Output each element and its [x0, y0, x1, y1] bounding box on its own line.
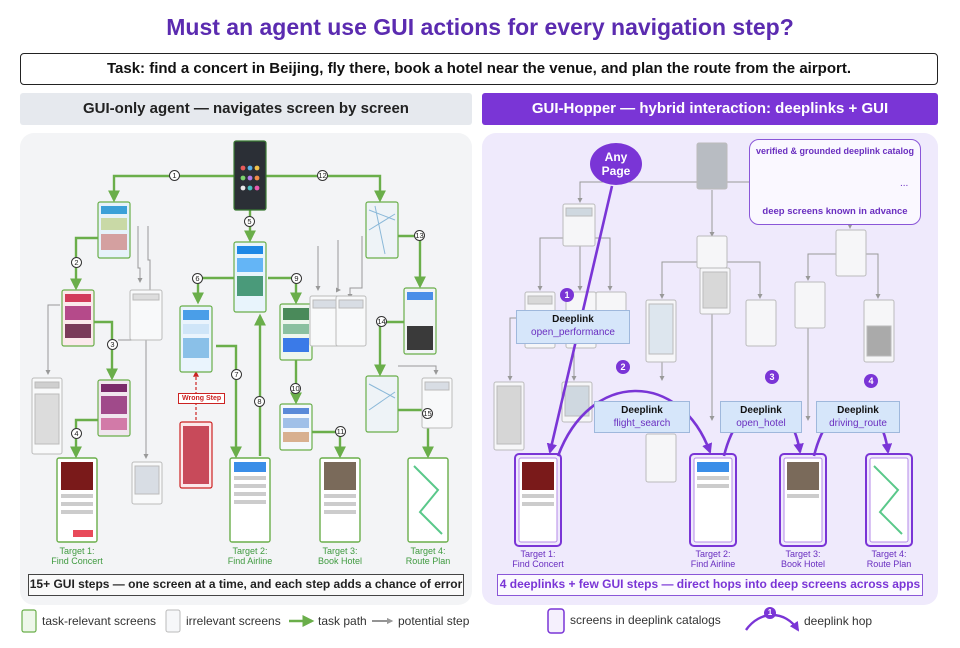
step-number-3: 3: [107, 339, 118, 350]
left-panel-header: GUI-only agent — navigates screen by scr…: [20, 93, 472, 125]
screen-target-route: [407, 457, 449, 543]
step-number-5: 5: [244, 216, 255, 227]
step-number-15: 15: [422, 408, 433, 419]
deeplink-number-3: 3: [765, 370, 779, 384]
step-number-6: 6: [192, 273, 203, 284]
catalog-footer: deep screens known in advance: [762, 206, 908, 217]
step-number-1: 1: [169, 170, 180, 181]
step-number-2: 2: [71, 257, 82, 268]
step-number-13: 13: [414, 230, 425, 241]
step-number-8: 8: [254, 396, 265, 407]
right-target-1: Target 1:Find Concert: [512, 549, 564, 569]
task-description: Task: find a concert in Beijing, fly the…: [20, 53, 938, 85]
left-caption: 15+ GUI steps — one screen at a time, an…: [28, 574, 464, 596]
left-target-2: Target 2:Find Airline: [227, 546, 273, 566]
legend-deeplink-hop: deeplink hop: [804, 614, 873, 628]
home-screen: [233, 140, 267, 211]
right-target-3: Target 3:Book Hotel: [780, 549, 826, 569]
deeplink-catalog: verified & grounded deeplink catalog ...…: [749, 139, 921, 225]
step-number-10: 10: [290, 383, 301, 394]
right-target-screens: [514, 453, 913, 547]
step-number-7: 7: [231, 369, 242, 380]
step-number-14: 14: [376, 316, 387, 327]
deeplink-number-2: 2: [616, 360, 630, 374]
right-caption: 4 deeplinks + few GUI steps — direct hop…: [497, 574, 923, 596]
catalog-ellipsis: ...: [900, 178, 909, 189]
deeplink-number-1: 1: [560, 288, 574, 302]
step-number-4: 4: [71, 428, 82, 439]
left-target-3: Target 3:Book Hotel: [317, 546, 363, 566]
step-number-12: 12: [317, 170, 328, 181]
left-target-4: Target 4:Route Plan: [405, 546, 451, 566]
right-target-2: Target 2:Find Airline: [690, 549, 736, 569]
right-panel-header: GUI-Hopper — hybrid interaction: deeplin…: [482, 93, 938, 125]
screen-map-route-select: [365, 375, 399, 433]
catalog-title: verified & grounded deeplink catalog: [755, 146, 915, 156]
wrong-step-label: Wrong Step: [178, 393, 226, 404]
right-target-4: Target 4:Route Plan: [866, 549, 912, 569]
legend-potential-step: potential step: [398, 614, 470, 628]
deeplink-number-4: 4: [864, 374, 878, 388]
left-target-1: Target 1:Find Concert: [51, 546, 103, 566]
figure-title: Must an agent use GUI actions for every …: [166, 14, 794, 40]
legend-irrelevant: irrelevant screens: [186, 614, 281, 628]
legend-catalog-screens: screens in deeplink catalogs: [570, 613, 721, 627]
legend-task-path: task path: [318, 614, 367, 628]
step-number-9: 9: [291, 273, 302, 284]
legend-task-relevant: task-relevant screens: [42, 614, 157, 628]
step-number-11: 11: [335, 426, 346, 437]
screen-map-home: [365, 201, 399, 259]
legend-hop-number: 1: [764, 607, 776, 619]
left-screens: [56, 140, 449, 543]
